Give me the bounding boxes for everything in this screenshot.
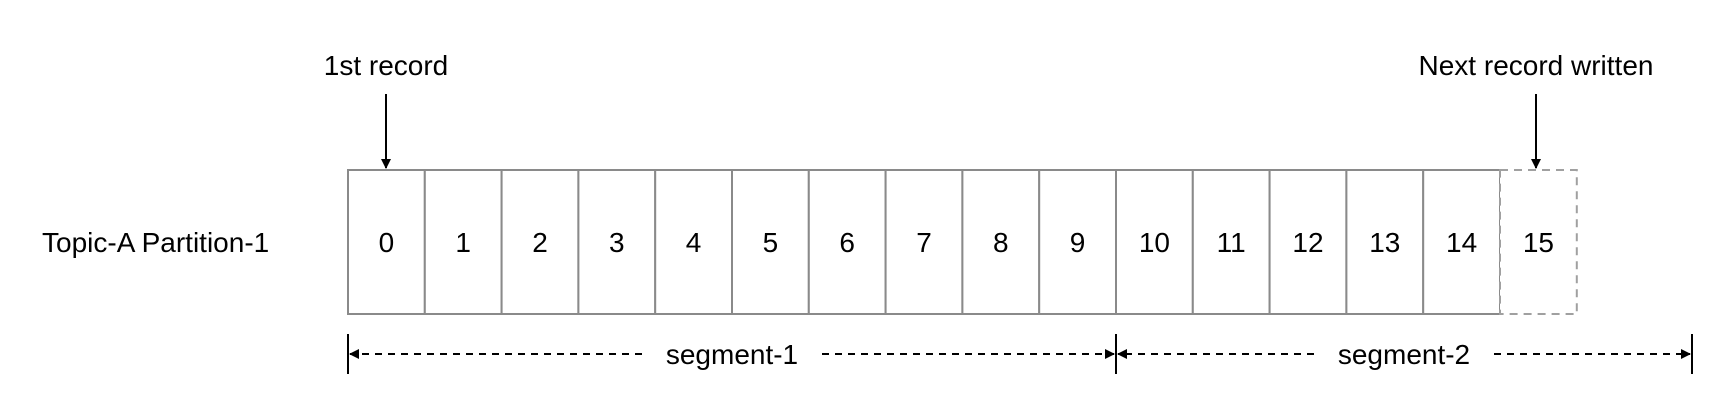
offset-label: 14 — [1446, 227, 1477, 258]
offset-label: 8 — [993, 227, 1009, 258]
offset-label: 7 — [916, 227, 932, 258]
offset-cell-box — [961, 169, 1041, 315]
offset-label: 10 — [1139, 227, 1170, 258]
offset-cell: 10 — [1115, 169, 1194, 315]
offset-label: 5 — [763, 227, 779, 258]
offset-cell: 4 — [654, 169, 734, 315]
offset-label: 0 — [379, 227, 395, 258]
offset-label: 11 — [1217, 227, 1246, 258]
segment-spans: segment-1 segment-2 — [347, 334, 1693, 374]
first-record-label: 1st record — [324, 50, 449, 81]
offset-cell-box — [884, 169, 964, 315]
next-offset-cell: 15 — [1499, 169, 1578, 315]
offset-label: 9 — [1070, 227, 1086, 258]
offset-cell: 9 — [1038, 169, 1117, 315]
segment-span: segment-1 — [347, 334, 1117, 374]
offset-cell: 1 — [423, 169, 503, 315]
offset-label: 12 — [1292, 227, 1323, 258]
offset-cell-box — [423, 169, 503, 315]
offset-label: 15 — [1523, 227, 1554, 258]
offset-cell: 13 — [1345, 169, 1425, 315]
segment-label: segment-2 — [1338, 339, 1470, 370]
offset-cell-box — [347, 169, 426, 315]
offset-cell-box — [1191, 169, 1271, 315]
offset-cell-box — [1345, 169, 1425, 315]
segment-label: segment-1 — [666, 339, 798, 370]
offset-label: 1 — [455, 227, 471, 258]
offset-cell: 2 — [500, 169, 580, 315]
offset-cell: 14 — [1422, 169, 1501, 315]
offset-label: 6 — [839, 227, 855, 258]
offset-cell: 3 — [577, 169, 657, 315]
offset-cell-box — [500, 169, 580, 315]
offset-cell-box — [731, 169, 810, 315]
offset-label: 2 — [532, 227, 548, 258]
offset-cell-box — [1038, 169, 1117, 315]
offset-cell: 6 — [807, 169, 887, 315]
offset-cell: 12 — [1268, 169, 1348, 315]
offset-cell-box — [577, 169, 657, 315]
offset-label: 4 — [686, 227, 702, 258]
offset-cell: 11 — [1191, 169, 1271, 315]
offset-cell: 0 — [347, 169, 426, 315]
offset-cell-box — [1422, 169, 1501, 315]
offset-label: 3 — [609, 227, 625, 258]
next-record-label: Next record written — [1419, 50, 1654, 81]
segment-span: segment-2 — [1115, 334, 1693, 374]
offset-cell: 7 — [884, 169, 964, 315]
offset-cell-box — [807, 169, 887, 315]
offset-cell-box — [1499, 169, 1578, 315]
offset-cell-box — [1115, 169, 1194, 315]
partition-label: Topic-A Partition-1 — [42, 227, 269, 258]
offset-cell: 5 — [731, 169, 810, 315]
offset-cell: 8 — [961, 169, 1041, 315]
offset-label: 13 — [1369, 227, 1400, 258]
